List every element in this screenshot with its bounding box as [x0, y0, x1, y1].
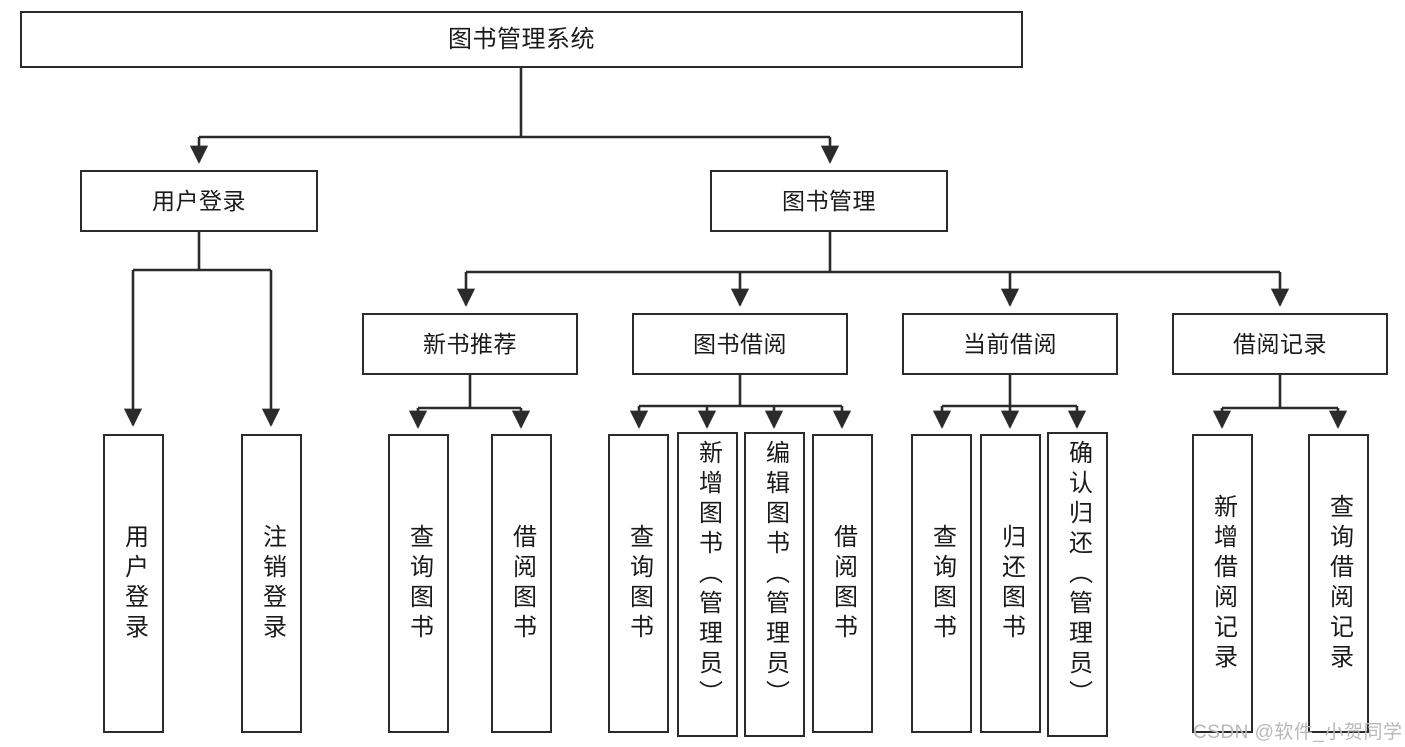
- node-current-borrow[interactable]: 当前借阅: [902, 313, 1118, 375]
- leaf-return-book-label: 归还图书: [997, 523, 1025, 644]
- leaf-query-book-2[interactable]: 查询图书: [608, 434, 669, 733]
- leaf-borrow-book-2-label: 借阅图书: [829, 523, 857, 644]
- leaf-user-login-label: 用户登录: [120, 523, 148, 644]
- leaf-borrow-book-1[interactable]: 借阅图书: [491, 434, 552, 733]
- node-book-manage-label: 图书管理: [782, 187, 876, 214]
- node-root-label: 图书管理系统: [448, 25, 595, 53]
- csdn-watermark: CSDN @软件_小贺同学: [1193, 722, 1403, 743]
- node-user-login-label: 用户登录: [152, 187, 246, 214]
- leaf-confirm-return-label: 确认归还（管理员）: [1064, 440, 1092, 710]
- leaf-borrow-book-1-label: 借阅图书: [508, 523, 536, 644]
- node-book-borrow[interactable]: 图书借阅: [632, 313, 848, 375]
- node-user-login[interactable]: 用户登录: [80, 170, 318, 232]
- node-new-book-recommend[interactable]: 新书推荐: [362, 313, 578, 375]
- leaf-return-book[interactable]: 归还图书: [980, 434, 1041, 733]
- leaf-borrow-book-2[interactable]: 借阅图书: [812, 434, 873, 733]
- node-root[interactable]: 图书管理系统: [20, 11, 1023, 68]
- leaf-add-record-label: 新增借阅记录: [1209, 493, 1237, 674]
- leaf-user-login[interactable]: 用户登录: [103, 434, 164, 733]
- node-book-manage[interactable]: 图书管理: [710, 170, 948, 232]
- leaf-logout-login[interactable]: 注销登录: [241, 434, 302, 733]
- leaf-confirm-return[interactable]: 确认归还（管理员）: [1047, 432, 1108, 737]
- node-borrow-record[interactable]: 借阅记录: [1172, 313, 1388, 375]
- leaf-query-book-3[interactable]: 查询图书: [911, 434, 972, 733]
- leaf-logout-login-label: 注销登录: [258, 523, 286, 644]
- leaf-add-book[interactable]: 新增图书（管理员）: [677, 432, 738, 737]
- leaf-edit-book-label: 编辑图书（管理员）: [761, 440, 789, 710]
- leaf-add-book-label: 新增图书（管理员）: [694, 440, 722, 710]
- leaf-query-book-1[interactable]: 查询图书: [388, 434, 449, 733]
- leaf-query-record[interactable]: 查询借阅记录: [1308, 434, 1369, 733]
- leaf-query-record-label: 查询借阅记录: [1325, 493, 1353, 674]
- node-borrow-record-label: 借阅记录: [1233, 330, 1327, 357]
- leaf-edit-book[interactable]: 编辑图书（管理员）: [744, 432, 805, 737]
- leaf-query-book-3-label: 查询图书: [928, 523, 956, 644]
- node-current-borrow-label: 当前借阅: [963, 330, 1057, 357]
- leaf-query-book-2-label: 查询图书: [625, 523, 653, 644]
- node-new-book-recommend-label: 新书推荐: [423, 330, 517, 357]
- leaf-add-record[interactable]: 新增借阅记录: [1192, 434, 1253, 733]
- leaf-query-book-1-label: 查询图书: [405, 523, 433, 644]
- node-book-borrow-label: 图书借阅: [693, 330, 787, 357]
